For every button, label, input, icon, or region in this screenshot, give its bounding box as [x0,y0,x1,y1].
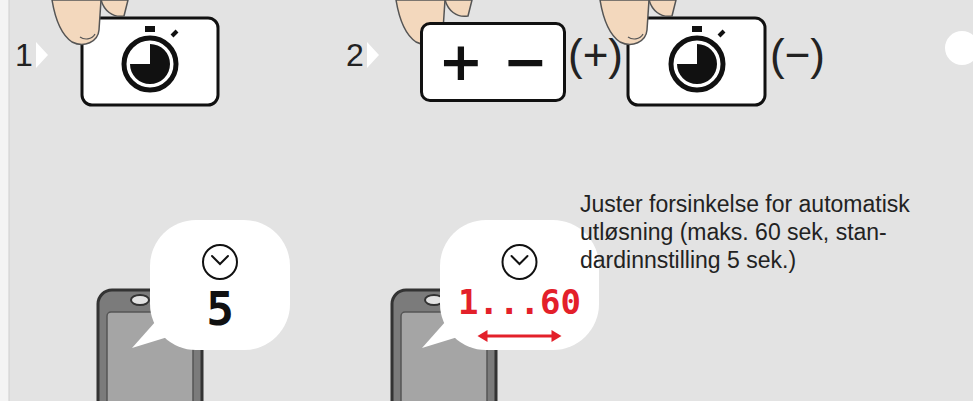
display-value: 5 [206,284,234,335]
step-chevron [36,42,48,68]
display-bubble: 5 [150,220,290,350]
button-hint: (+) [568,30,623,80]
button-symbol: + − [438,32,547,91]
plus-minus-button: + − [420,22,566,102]
pressing-hand [52,0,128,44]
edge-strip [0,0,9,401]
step-chevron [367,42,379,68]
stopwatch-icon [124,26,177,90]
timer-button [628,18,765,105]
instruction-text: Juster forsinkelse for automatisk utløsn… [580,190,952,274]
range-arrow [478,330,562,342]
stopwatch-icon [671,26,724,90]
button-hint: (−) [770,30,825,80]
display-bubble: 1...60 [440,220,599,350]
step-number: 1 [15,37,33,74]
display-value: 1...60 [458,284,581,321]
step-number: 2 [346,37,364,74]
timer-button [82,18,218,105]
next-step-circle [945,31,973,65]
